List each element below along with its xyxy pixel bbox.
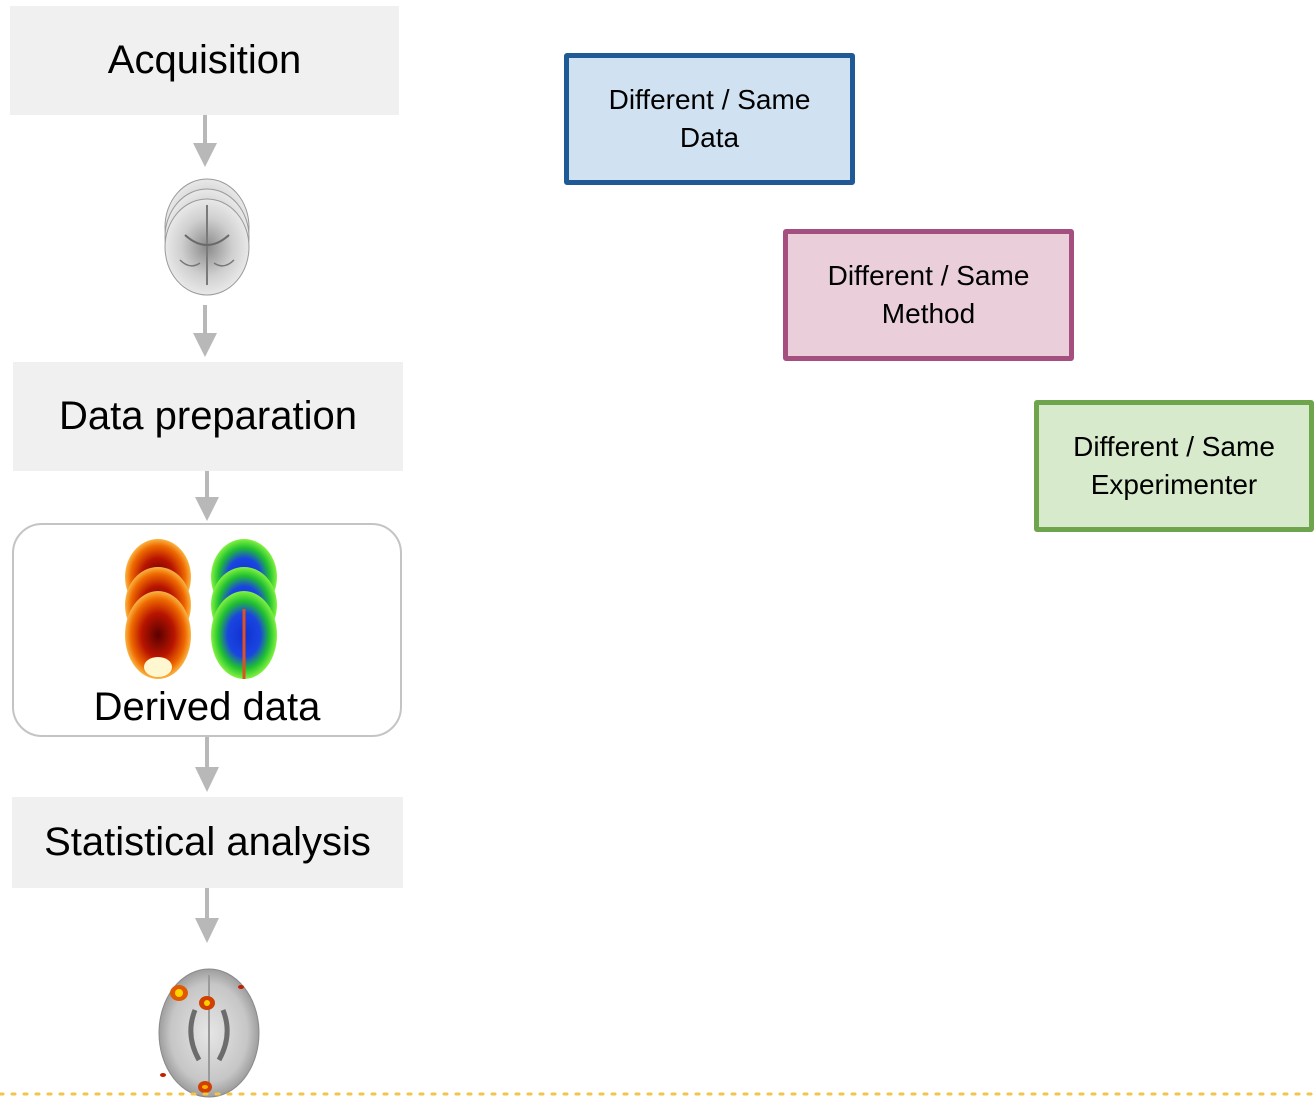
- derived-map-icon: [125, 539, 277, 679]
- statistical-brain-map-icon: [158, 968, 260, 1098]
- experimenter-tag-line2: Experimenter: [1090, 469, 1258, 500]
- arrow-down-icon: [195, 471, 219, 521]
- acquisition-box: Acquisition: [10, 6, 399, 115]
- arrow-down-icon: [195, 737, 219, 792]
- experimenter-tag: Different / Same Experimenter: [1034, 400, 1314, 532]
- acquisition-label: Acquisition: [107, 38, 302, 82]
- statistical-analysis-box: Statistical analysis: [12, 797, 403, 888]
- raw-brain-scan-icon: [164, 178, 250, 296]
- method-tag-line2: Method: [881, 298, 976, 329]
- statistical-analysis-label: Statistical analysis: [44, 820, 371, 864]
- arrow-down-icon: [193, 115, 217, 167]
- derived-data-panel: Derived data: [12, 523, 402, 737]
- method-tag: Different / Same Method: [783, 229, 1074, 361]
- experimenter-tag-line1: Different / Same: [1073, 431, 1275, 462]
- data-tag: Different / Same Data: [564, 53, 855, 185]
- data-tag-line1: Different / Same: [608, 84, 811, 115]
- dotted-divider: [0, 1092, 1314, 1096]
- arrow-down-icon: [195, 888, 219, 943]
- arrow-down-icon: [193, 305, 217, 357]
- data-preparation-label: Data preparation: [59, 394, 357, 438]
- data-tag-line2: Data: [679, 122, 740, 153]
- derived-data-label: Derived data: [93, 685, 321, 729]
- data-preparation-box: Data preparation: [13, 362, 403, 471]
- method-tag-line1: Different / Same: [827, 260, 1030, 291]
